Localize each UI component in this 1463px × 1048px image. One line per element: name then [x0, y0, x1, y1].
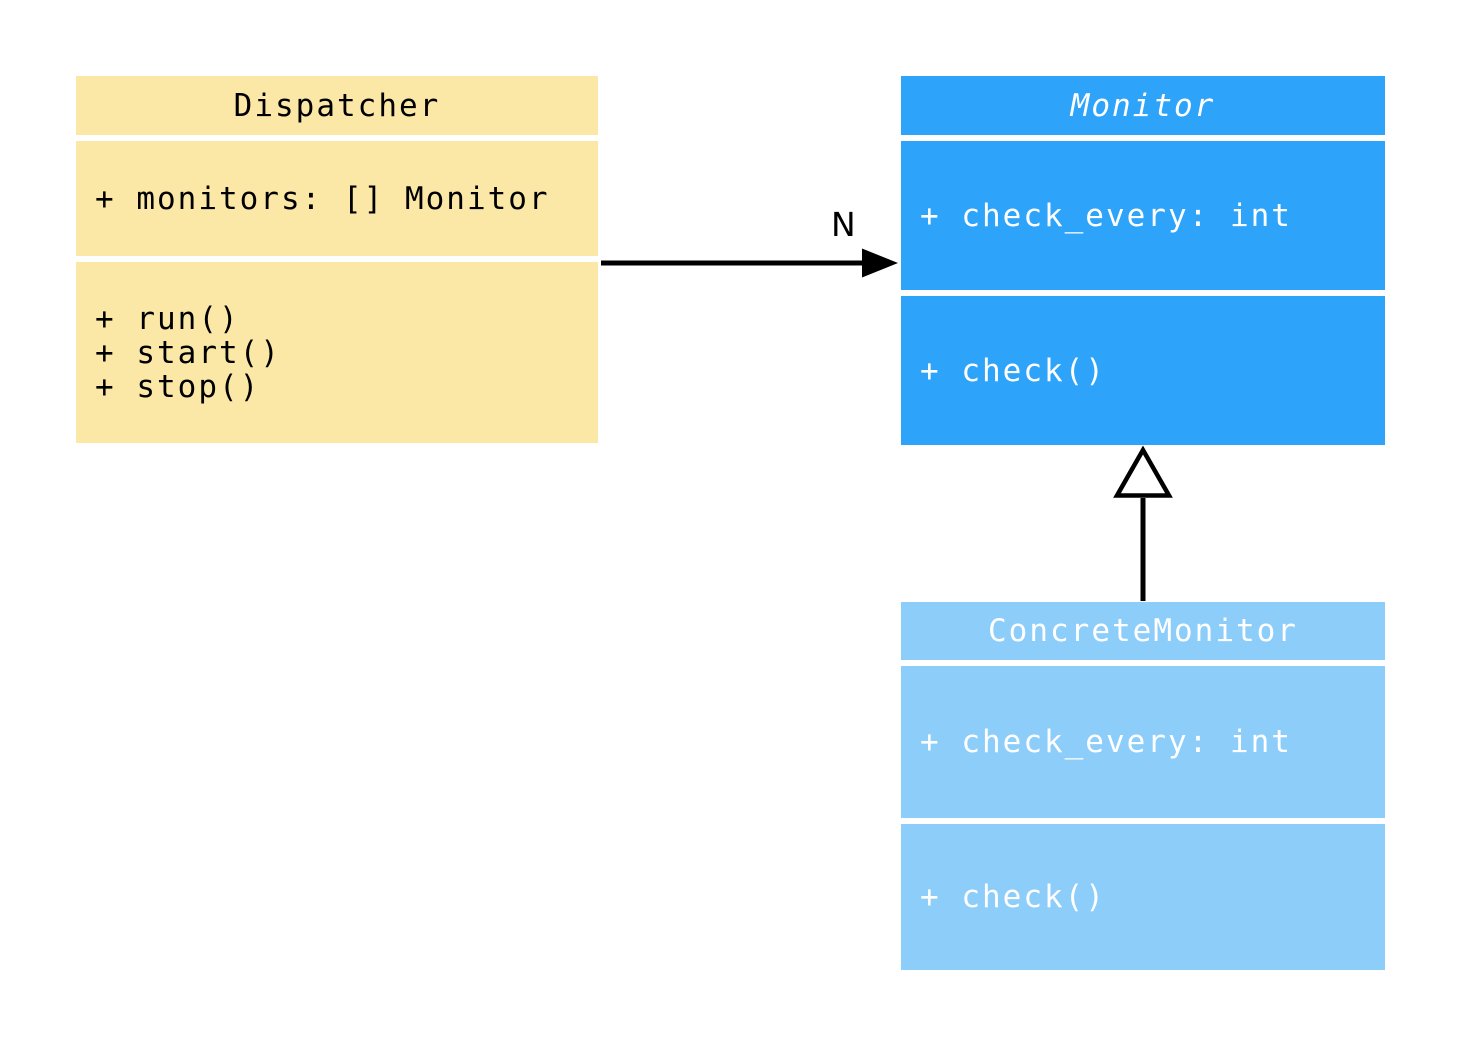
- filled-arrowhead-icon: [862, 248, 898, 278]
- class-title-compartment: Dispatcher: [76, 76, 598, 135]
- class-attributes-compartment: + check_every: int: [901, 666, 1385, 818]
- class-attributes-compartment: + monitors: [] Monitor: [76, 141, 598, 256]
- class-name: ConcreteMonitor: [988, 613, 1298, 649]
- class-title-compartment: Monitor: [901, 76, 1385, 135]
- class-method: + check(): [920, 352, 1106, 389]
- class-name: Monitor: [1070, 87, 1216, 124]
- association-arrow-dispatcher-to-monitor: [601, 248, 898, 278]
- class-box-monitor: Monitor + check_every: int + check(): [901, 76, 1385, 445]
- class-box-concretemonitor: ConcreteMonitor + check_every: int + che…: [901, 602, 1385, 970]
- association-multiplicity-label: N: [831, 205, 856, 244]
- class-attributes-compartment: + check_every: int: [901, 141, 1385, 290]
- class-attribute: + check_every: int: [920, 197, 1292, 234]
- generalization-arrow-concretemonitor-to-monitor: [1113, 445, 1173, 601]
- class-method: + stop(): [95, 368, 261, 405]
- class-method: + check(): [920, 879, 1106, 915]
- class-methods-compartment: + check(): [901, 296, 1385, 445]
- hollow-triangle-arrowhead-icon: [1113, 445, 1173, 498]
- class-methods-compartment: + check(): [901, 824, 1385, 970]
- class-title-compartment: ConcreteMonitor: [901, 602, 1385, 660]
- class-method: + start(): [95, 334, 281, 371]
- class-box-dispatcher: Dispatcher + monitors: [] Monitor + run(…: [76, 76, 598, 443]
- class-name: Dispatcher: [233, 87, 441, 124]
- class-attribute: + check_every: int: [920, 724, 1292, 760]
- class-methods-compartment: + run() + start() + stop(): [76, 262, 598, 443]
- class-method: + run(): [95, 300, 240, 337]
- class-attribute: + monitors: [] Monitor: [95, 180, 550, 217]
